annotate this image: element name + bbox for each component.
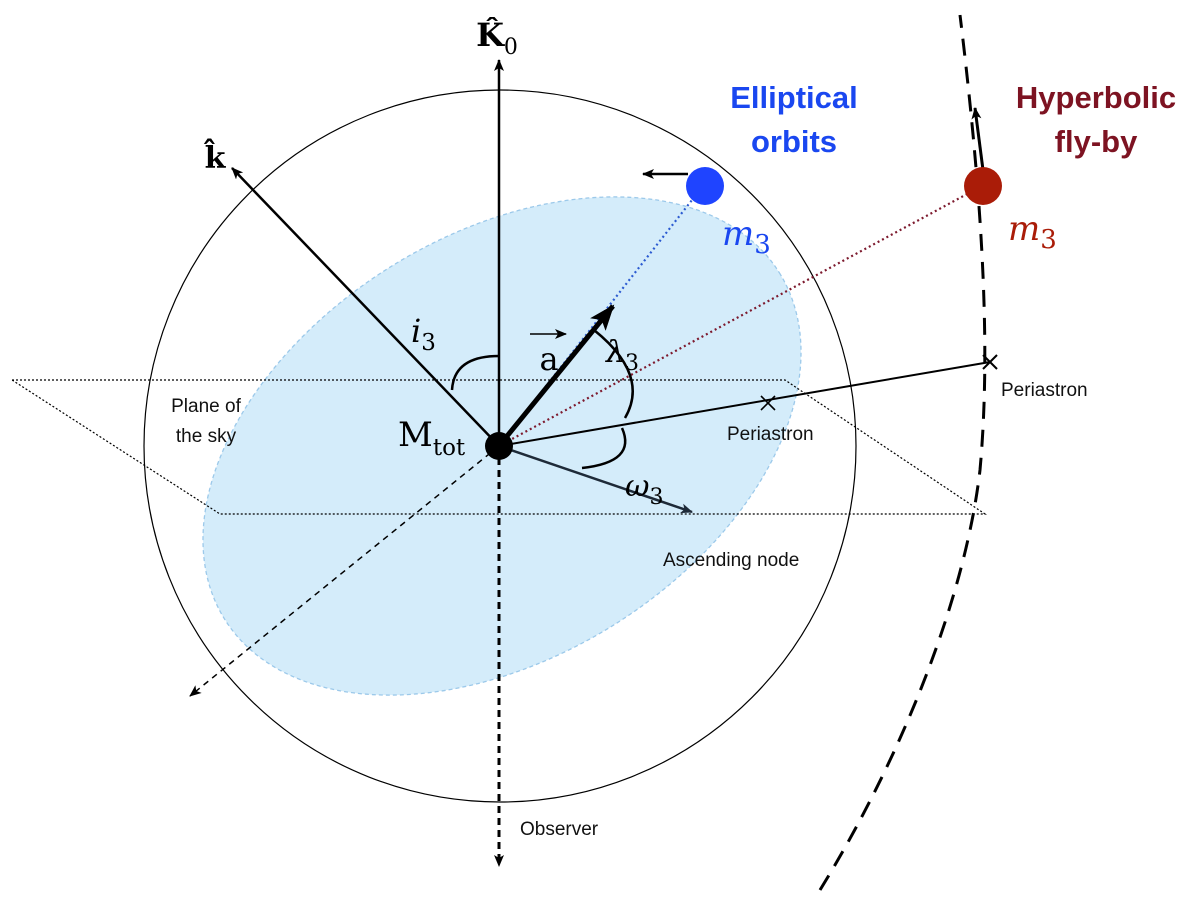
k-axis-opposite-arrow bbox=[189, 445, 500, 697]
hyperbolic-m3-body bbox=[964, 167, 1002, 205]
elliptical-orbits-title: Elliptical bbox=[730, 80, 857, 115]
i3-angle-arc bbox=[450, 354, 500, 391]
elliptical-m3-body bbox=[686, 167, 724, 205]
ascending-node-label: Ascending node bbox=[663, 550, 799, 571]
hyperbolic-separation-line bbox=[498, 185, 983, 447]
a-vector-label: a bbox=[539, 340, 558, 378]
ascending-node-arrow bbox=[498, 444, 693, 514]
i3-label: i3 bbox=[411, 312, 436, 356]
plane-of-sky-label: Plane of bbox=[171, 396, 241, 417]
plane-of-sky-label-line2: the sky bbox=[176, 426, 237, 447]
m3-elliptical-label: m3 bbox=[722, 214, 771, 260]
elliptical-orbits-title-line2: orbits bbox=[751, 124, 837, 159]
periastron-inner-label: Periastron bbox=[727, 424, 814, 445]
periastron-outer-label: Periastron bbox=[1001, 380, 1088, 401]
periastron-line bbox=[498, 361, 991, 447]
omega3-label: ω3 bbox=[625, 469, 663, 510]
hyperbolic-flyby-title-line2: fly-by bbox=[1055, 124, 1138, 159]
a-vector-arrow bbox=[497, 304, 615, 448]
m-tot-label: Mtot bbox=[398, 415, 466, 461]
hyperbolic-flyby-title: Hyperbolic bbox=[1016, 80, 1176, 115]
lambda3-label: λ3 bbox=[605, 335, 639, 376]
central-mass-dot bbox=[485, 432, 513, 460]
periastron-inner-marker bbox=[760, 395, 776, 411]
lambda3-angle-arc bbox=[593, 329, 634, 419]
observer-label: Observer bbox=[520, 819, 599, 840]
periastron-outer-marker bbox=[982, 354, 998, 370]
k-axis-label: k̂ bbox=[203, 139, 227, 176]
omega3-angle-arc bbox=[581, 427, 627, 470]
hyperbolic-velocity-arrow bbox=[971, 107, 985, 171]
k-axis-arrow bbox=[231, 167, 500, 447]
k0-axis-label: K̂0 bbox=[476, 16, 518, 60]
plane-of-the-sky bbox=[9, 379, 987, 515]
hyperbolic-trajectory bbox=[818, 14, 987, 891]
m3-hyperbolic-label: m3 bbox=[1008, 209, 1057, 255]
